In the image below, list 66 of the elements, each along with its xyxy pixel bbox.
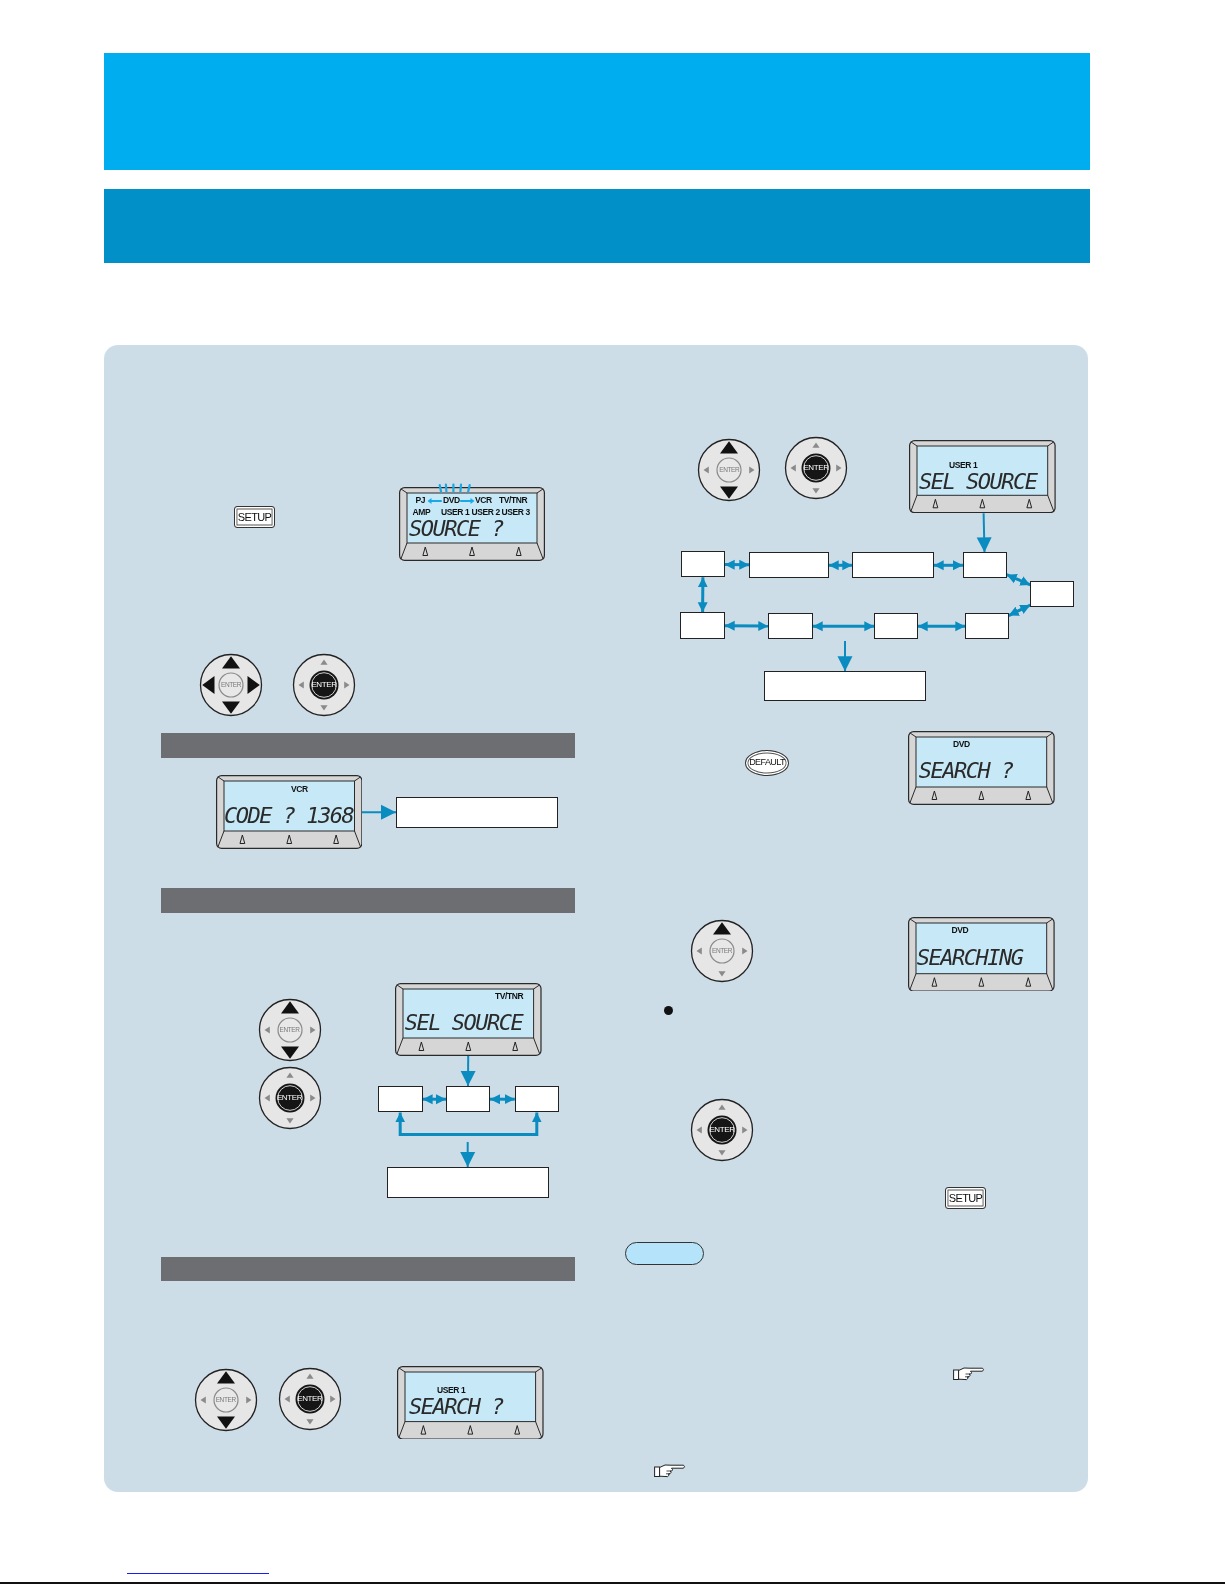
lcd-indicator: TV/TNR: [499, 496, 528, 505]
lcd-readout: SEARCHING: [916, 946, 1023, 969]
lcd-readout: CODE ? 1368: [224, 805, 354, 827]
lcd-indicator: USER 1: [949, 461, 978, 470]
option-box: [680, 612, 725, 639]
note-tab: [625, 1242, 704, 1266]
lcd-indicator: USER 2: [471, 508, 500, 517]
double-arrow: [422, 1094, 446, 1105]
double-arrow: [1008, 603, 1031, 617]
section-bar: [161, 733, 575, 758]
arrow: [460, 1141, 476, 1168]
option-box: [874, 613, 918, 640]
option-box: [965, 613, 1009, 640]
lcd-indicator: VCR: [291, 785, 308, 794]
lcd-indicator: DVD: [951, 926, 969, 935]
section-bar: [161, 887, 575, 913]
lcd-readout: SOURCE ?: [409, 518, 503, 540]
double-arrow: [1006, 573, 1031, 587]
lcd-readout: SEARCH ?: [409, 1395, 503, 1418]
arrow: [460, 1055, 476, 1087]
double-arrow: [828, 560, 853, 571]
option-box: [963, 552, 1007, 579]
enter-key-label: ENTER: [709, 1125, 735, 1134]
double-arrow: [724, 620, 769, 631]
lcd-indicator: TV/TNR: [495, 992, 524, 1001]
section-bar: [161, 1257, 575, 1281]
lcd-indicator: USER 1: [441, 508, 470, 517]
option-box: [514, 1086, 559, 1113]
enter-key-label: ENTER: [311, 681, 337, 689]
double-arrow: [395, 1112, 542, 1137]
double-arrow: [812, 621, 875, 632]
arrow: [837, 640, 853, 673]
lcd-readout: SEARCH ?: [918, 760, 1013, 782]
lcd-indicator: USER 3: [501, 508, 530, 517]
option-box: [377, 1086, 423, 1113]
option-box: [386, 1167, 549, 1198]
option-box: [681, 551, 725, 578]
arrow: [976, 512, 992, 554]
enter-key-label: ENTER: [297, 1395, 323, 1403]
option-box: [749, 552, 829, 579]
option-box: [768, 613, 813, 640]
subtitle-band: [104, 189, 1090, 263]
option-box: [852, 552, 934, 579]
double-arrow: [933, 560, 963, 571]
remote-key: SETUP: [945, 1187, 986, 1209]
lcd-indicator: PJ: [415, 496, 426, 505]
lcd-indicator: VCR: [475, 496, 492, 505]
enter-key-label: ENTER: [803, 464, 829, 472]
double-arrow: [724, 559, 750, 570]
double-arrow: [917, 621, 966, 632]
option-box: [446, 1086, 490, 1113]
enter-key-label: ENTER: [276, 1094, 303, 1102]
title-band: [104, 52, 1090, 170]
double-arrow: [697, 577, 708, 613]
lcd-indicator: DVD: [443, 496, 460, 505]
lcd-readout: SEL SOURCE: [404, 1012, 523, 1034]
option-box: [1030, 581, 1074, 608]
double-arrow: [490, 1094, 515, 1105]
lcd-indicator: USER 1: [437, 1385, 466, 1395]
arrow: [361, 804, 397, 820]
lcd-indicator: DVD: [953, 739, 970, 748]
lcd-indicator: AMP: [412, 508, 431, 517]
option-box: [396, 797, 558, 828]
lcd-readout: SEL SOURCE: [919, 471, 1037, 493]
option-box: [764, 671, 926, 702]
remote-key: SETUP: [234, 506, 275, 528]
